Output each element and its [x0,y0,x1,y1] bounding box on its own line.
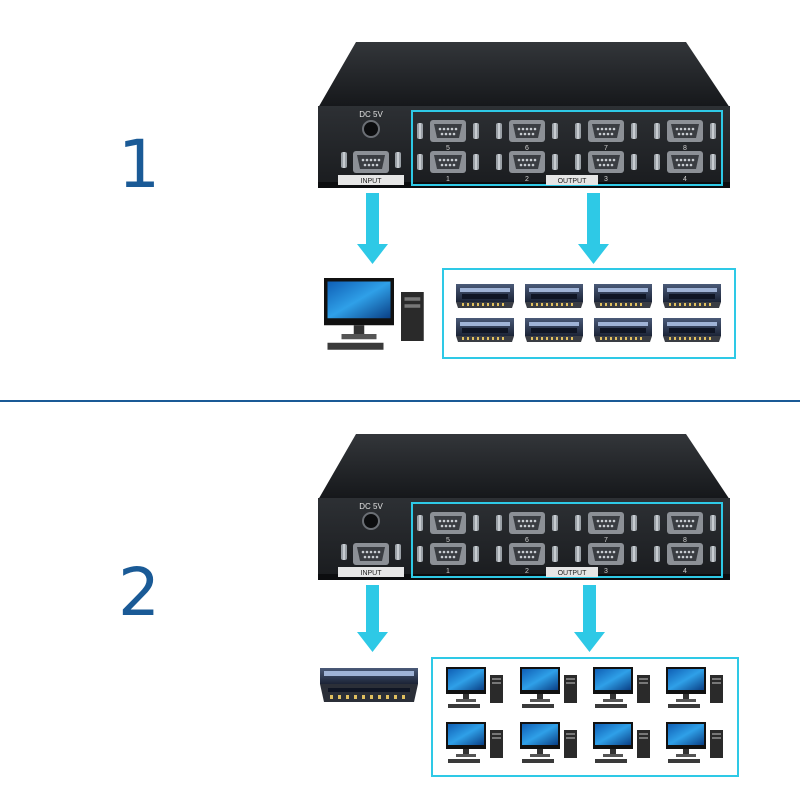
output-targets [456,284,721,342]
port-number: 1 [446,568,450,575]
port-number: 4 [683,176,687,183]
step-number: 2 [118,554,160,631]
rack-device-icon [663,318,721,342]
port-number: 8 [683,145,687,152]
output-targets-box [442,268,736,359]
rack-device-icon [525,318,583,342]
arrow-down-icon [574,585,605,652]
dc-power-jack-icon [362,120,380,138]
arrow-down-icon [578,193,609,264]
diagram-canvas: DC 5V INPUT OUTPUT 5 6 7 8 1 2 3 4 [318,434,739,777]
arrow-down-icon [357,585,388,652]
port-number: 4 [683,568,687,575]
port-number: 5 [446,145,450,152]
rack-device-icon [456,318,514,342]
serial-splitter-device: DC 5V INPUT OUTPUT 5 6 7 8 1 2 3 4 [318,434,730,580]
port-number: 2 [525,176,529,183]
rack-device-icon [525,284,583,308]
desktop-computer-icon [593,722,650,763]
rack-device-icon [594,318,652,342]
desktop-computer-icon [666,667,723,708]
desktop-computer-icon [324,278,424,350]
desktop-computer-icon [520,722,577,763]
port-number: 6 [525,537,529,544]
rack-device-icon [320,668,418,702]
desktop-computer-icon [666,722,723,763]
rack-device-icon [456,284,514,308]
step-number: 1 [118,126,160,203]
input-port-icon [353,543,389,565]
section-divider [0,400,800,402]
port-number: 7 [604,145,608,152]
output-label: OUTPUT [558,178,588,185]
port-number: 3 [604,176,608,183]
arrow-down-icon [357,193,388,264]
port-number: 5 [446,537,450,544]
port-number: 8 [683,537,687,544]
input-label: INPUT [361,570,383,577]
output-targets [446,667,723,763]
input-label: INPUT [361,178,383,185]
desktop-computer-icon [593,667,650,708]
serial-splitter-device: DC 5V INPUT OUTPUT 5 6 7 8 1 2 3 4 [318,42,730,188]
port-number: 7 [604,537,608,544]
port-number: 2 [525,568,529,575]
port-number: 1 [446,176,450,183]
port-number: 3 [604,568,608,575]
desktop-computer-icon [446,667,503,708]
power-label: DC 5V [359,110,383,119]
input-port-icon [353,151,389,173]
port-number: 6 [525,145,529,152]
connection-diagram-2: 2 [0,400,800,800]
connection-diagram-1: 1 [118,42,736,359]
desktop-computer-icon [446,722,503,763]
diagram-canvas: DC 5V INPUT OUTPUT 5 6 7 8 1 2 3 4 [318,42,736,359]
power-label: DC 5V [359,502,383,511]
output-targets-box [431,657,739,777]
output-label: OUTPUT [558,570,588,577]
dc-power-jack-icon [362,512,380,530]
rack-device-icon [663,284,721,308]
rack-device-icon [594,284,652,308]
desktop-computer-icon [520,667,577,708]
